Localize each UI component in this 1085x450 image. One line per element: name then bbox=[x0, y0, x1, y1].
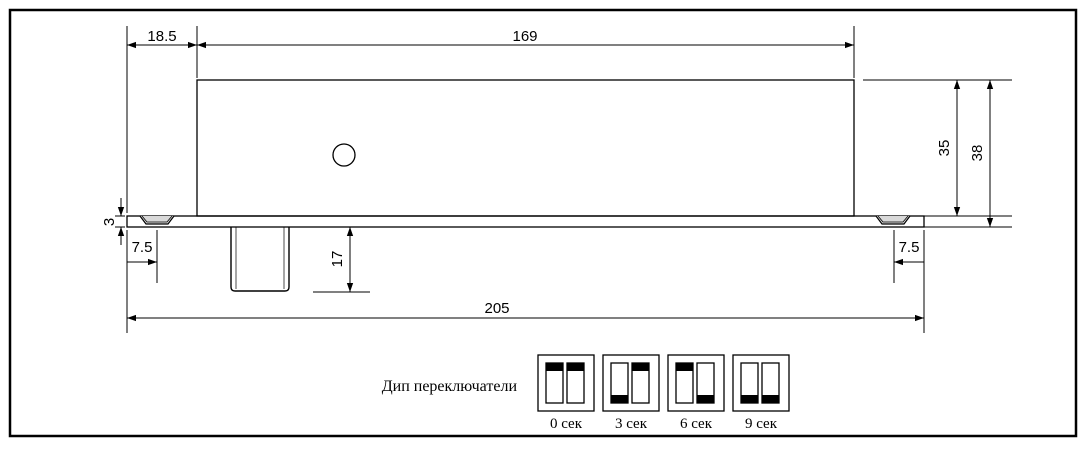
dim-label-3: 3 bbox=[101, 218, 118, 226]
extension-lines bbox=[115, 26, 1012, 333]
dip-switch-label: 3 сек bbox=[615, 416, 648, 432]
dip-switch-label: 0 сек bbox=[550, 416, 583, 432]
dim-label-38: 38 bbox=[969, 145, 986, 162]
dip-switch-down bbox=[740, 362, 759, 404]
lock-body bbox=[196, 79, 855, 217]
dip-switch-down bbox=[761, 362, 780, 404]
dip-switch-block: 3 сек bbox=[602, 354, 660, 432]
dip-switch-up bbox=[675, 362, 694, 404]
dip-switch-block: 6 сек bbox=[667, 354, 725, 432]
dim-label-7-5-left: 7.5 bbox=[132, 239, 153, 256]
dimension-lines bbox=[117, 41, 994, 322]
dip-switch-down bbox=[610, 362, 629, 404]
dim-label-18-5: 18.5 bbox=[147, 28, 176, 45]
mounting-plate bbox=[126, 215, 925, 228]
armature-bolt bbox=[230, 227, 290, 292]
dip-switch-label: 6 сек bbox=[680, 416, 713, 432]
dim-label-169: 169 bbox=[512, 28, 537, 45]
indicator-hole bbox=[332, 143, 356, 167]
dip-switch-up bbox=[631, 362, 650, 404]
dip-switch-up bbox=[545, 362, 564, 404]
dip-switch-block: 0 сек bbox=[537, 354, 595, 432]
dip-switch-up bbox=[566, 362, 585, 404]
dim-label-7-5-right: 7.5 bbox=[899, 239, 920, 256]
dim-label-17: 17 bbox=[329, 251, 346, 268]
dip-switch-settings: 0 сек 3 сек 6 сек 9 сек bbox=[537, 354, 790, 432]
dip-switch-down bbox=[696, 362, 715, 404]
dip-switches-title: Дип переключатели bbox=[382, 378, 518, 395]
drawing-frame bbox=[8, 8, 1078, 438]
dip-switch-block: 9 сек bbox=[732, 354, 790, 432]
dim-label-35: 35 bbox=[936, 140, 953, 157]
dim-label-205: 205 bbox=[484, 300, 509, 317]
dip-switch-label: 9 сек bbox=[745, 416, 778, 432]
